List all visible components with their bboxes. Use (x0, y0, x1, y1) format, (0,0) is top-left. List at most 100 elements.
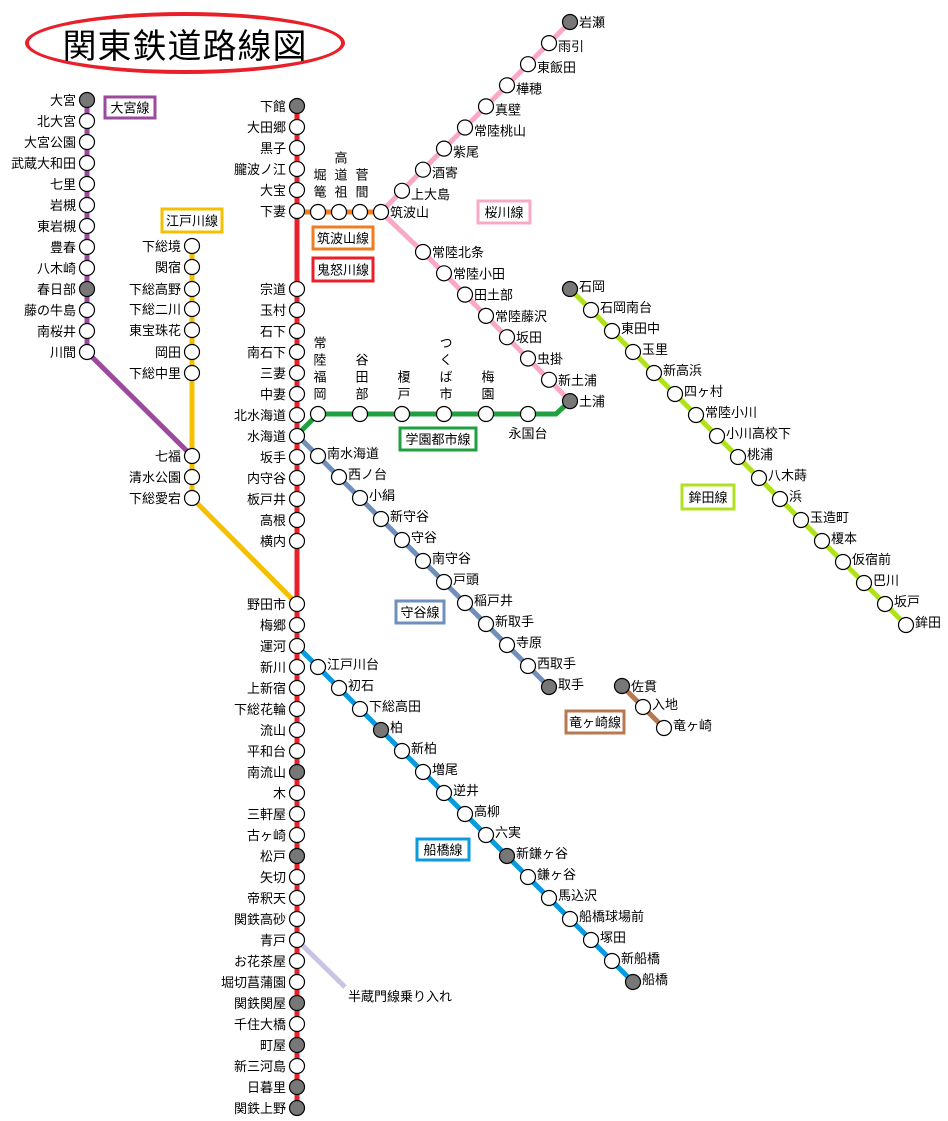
station-marker[interactable] (288, 658, 306, 676)
station-label[interactable]: 酒寄 (432, 166, 458, 182)
station-label[interactable]: 小絹 (369, 489, 395, 504)
station-label[interactable]: 梅園 (479, 370, 495, 404)
station-marker[interactable] (288, 469, 306, 487)
station-label[interactable]: 下総高田 (369, 699, 421, 715)
station-marker[interactable] (288, 160, 306, 178)
station-label[interactable]: 下館 (260, 100, 286, 115)
station-marker[interactable] (372, 203, 390, 221)
station-marker[interactable] (477, 615, 495, 633)
station-marker[interactable] (708, 427, 726, 445)
station-label[interactable]: 帝釈天 (247, 891, 286, 907)
station-label[interactable]: 南水海道 (327, 446, 379, 462)
station-label[interactable]: 坂手 (260, 451, 286, 466)
station-marker[interactable] (78, 217, 96, 235)
station-label[interactable]: 石岡南台 (600, 300, 652, 316)
station-label[interactable]: 西ノ台 (348, 468, 387, 483)
station-label[interactable]: 新高浜 (663, 363, 702, 379)
station-label[interactable]: 南守谷 (432, 551, 471, 567)
station-marker[interactable] (456, 594, 474, 612)
station-label[interactable]: 堀篭 (311, 168, 327, 202)
station-marker[interactable] (183, 321, 201, 339)
station-marker[interactable] (519, 405, 537, 423)
station-marker[interactable] (288, 847, 306, 865)
station-marker[interactable] (183, 280, 201, 298)
station-marker[interactable] (288, 1036, 306, 1054)
station-marker[interactable] (183, 258, 201, 276)
station-marker[interactable] (78, 175, 96, 193)
station-marker[interactable] (624, 973, 642, 991)
station-marker[interactable] (288, 679, 306, 697)
station-label[interactable]: 下総二川 (129, 303, 181, 318)
station-marker[interactable] (183, 468, 201, 486)
station-marker[interactable] (288, 490, 306, 508)
station-marker[interactable] (78, 322, 96, 340)
station-label[interactable]: 関鉄関屋 (234, 997, 286, 1012)
station-marker[interactable] (414, 243, 432, 261)
station-label[interactable]: 流山 (260, 724, 286, 739)
station-marker[interactable] (498, 329, 516, 346)
station-marker[interactable] (288, 1015, 306, 1033)
station-marker[interactable] (288, 763, 306, 781)
station-label[interactable]: 南流山 (247, 765, 286, 781)
station-label[interactable]: 樺穂 (516, 82, 542, 97)
station-marker[interactable] (666, 385, 684, 403)
station-label[interactable]: 岩瀬 (579, 16, 605, 31)
station-label[interactable]: 谷田部 (353, 353, 369, 404)
station-label[interactable]: 江戸川台 (327, 658, 379, 673)
station-label[interactable]: 竜ヶ崎 (673, 719, 712, 734)
station-marker[interactable] (351, 203, 369, 221)
station-marker[interactable] (288, 301, 306, 319)
station-marker[interactable] (78, 133, 96, 151)
station-marker[interactable] (435, 573, 453, 591)
station-marker[interactable] (330, 203, 348, 221)
station-marker[interactable] (288, 1099, 306, 1117)
station-marker[interactable] (435, 405, 453, 423)
station-label[interactable]: 玉里 (642, 343, 668, 358)
station-marker[interactable] (288, 343, 306, 361)
station-label[interactable]: 紫尾 (453, 146, 479, 161)
station-label[interactable]: 日暮里 (247, 1081, 286, 1096)
station-marker[interactable] (613, 677, 631, 695)
station-marker[interactable] (288, 868, 306, 886)
station-label[interactable]: 虫掛 (537, 353, 563, 368)
station-marker[interactable] (435, 140, 453, 157)
station-label[interactable]: 新守谷 (390, 509, 429, 525)
station-marker[interactable] (309, 203, 327, 221)
station-marker[interactable] (834, 553, 852, 571)
station-label[interactable]: 常陸小田 (453, 266, 505, 282)
station-label[interactable]: 木 (273, 787, 286, 802)
station-marker[interactable] (288, 910, 306, 928)
station-marker[interactable] (624, 343, 642, 361)
station-marker[interactable] (330, 679, 348, 697)
station-marker[interactable] (792, 511, 810, 529)
station-marker[interactable] (288, 322, 306, 340)
station-label[interactable]: 玉村 (260, 304, 286, 319)
station-label[interactable]: 筑波山 (390, 205, 429, 221)
station-label[interactable]: 大田郷 (247, 121, 286, 136)
station-label[interactable]: 関鉄上野 (234, 1102, 286, 1117)
station-marker[interactable] (582, 301, 600, 319)
station-marker[interactable] (456, 805, 474, 823)
station-marker[interactable] (288, 364, 306, 382)
station-label[interactable]: 下総愛宕 (129, 492, 181, 507)
station-label[interactable]: 榎戸 (395, 370, 411, 404)
station-marker[interactable] (78, 259, 96, 277)
station-label[interactable]: 南桜井 (37, 324, 76, 340)
station-label[interactable]: 増尾 (432, 763, 458, 778)
station-label[interactable]: 横内 (260, 534, 286, 550)
station-marker[interactable] (603, 322, 621, 340)
station-marker[interactable] (288, 826, 306, 844)
station-label[interactable]: 大宮公園 (24, 135, 76, 151)
station-marker[interactable] (183, 364, 201, 382)
station-marker[interactable] (78, 91, 96, 109)
station-marker[interactable] (288, 448, 306, 466)
station-label[interactable]: 浜 (789, 490, 802, 505)
station-label[interactable]: 朧波ノ江 (234, 162, 286, 178)
station-label[interactable]: 下総境 (142, 240, 181, 255)
station-label[interactable]: 六実 (495, 825, 521, 841)
station-label[interactable]: 藤の牛島 (24, 304, 76, 319)
station-label[interactable]: 菅間 (353, 168, 369, 202)
station-marker[interactable] (561, 393, 579, 410)
station-label[interactable]: 千住大橋 (234, 1018, 286, 1033)
station-label[interactable]: 巴川 (873, 574, 899, 589)
